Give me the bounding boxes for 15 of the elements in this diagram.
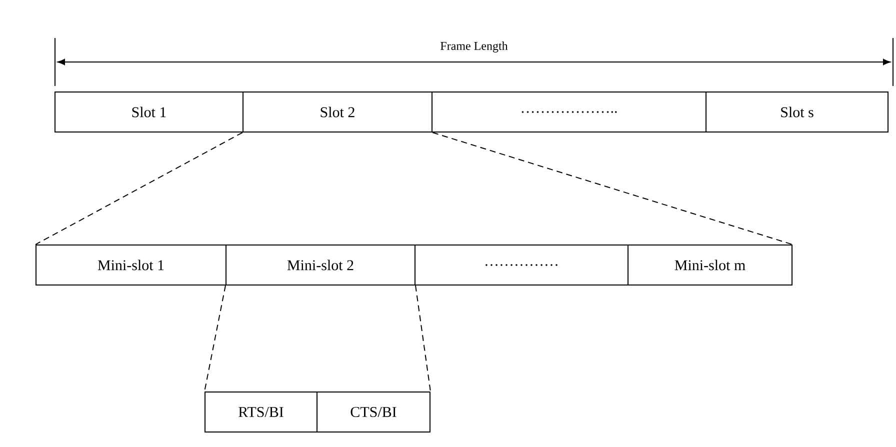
zoom-line [415,285,431,392]
zoom-line [204,285,226,392]
slot-box: …………… [414,244,628,286]
slot-box: Slot 2 [242,92,432,132]
slot-box: Mini-slot 2 [226,244,416,286]
slot-box: Mini-slot 1 [36,244,226,286]
slot-box: Slot 1 [54,92,244,132]
zoom-line [35,132,243,245]
zoom-line [432,132,794,245]
slot-box: Mini-slot m [628,244,792,286]
dimension-label: Frame Length [439,40,509,54]
slot-box: RTS/BI [204,392,318,432]
slot-box: ……………….. [432,92,706,132]
slot-box: Slot s [706,92,889,132]
slot-box: CTS/BI [316,392,430,432]
